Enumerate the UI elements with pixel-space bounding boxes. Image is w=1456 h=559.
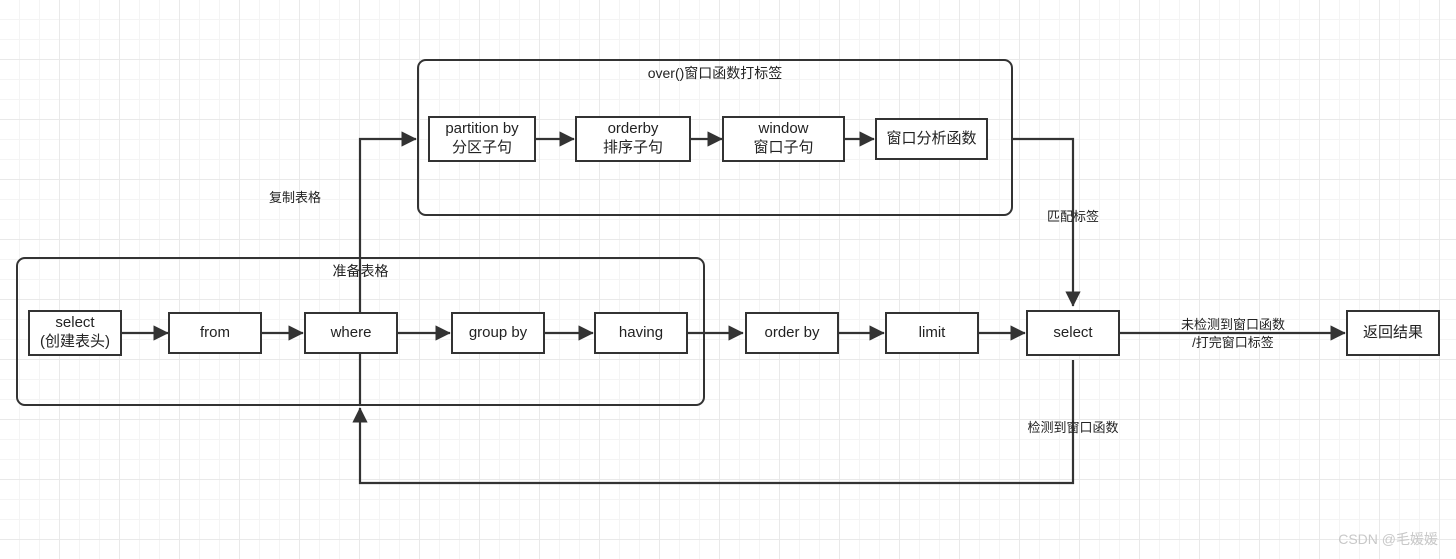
edge-label-detected-window-fn: 检测到窗口函数 — [1027, 420, 1119, 435]
edge-label-no-window-fn: 未检测到窗口函数 /打完窗口标签 — [1181, 316, 1285, 351]
prepare-group-title: 准备表格 — [332, 263, 389, 279]
node-orderby-clause[interactable]: orderby 排序子句 — [575, 116, 691, 162]
node-limit[interactable]: limit — [885, 312, 979, 354]
node-group-by[interactable]: group by — [451, 312, 545, 354]
edge-label-no-window-fn-line2: /打完窗口标签 — [1192, 334, 1274, 350]
csdn-watermark: CSDN @毛媛媛 — [1338, 531, 1438, 547]
node-partition-by-line1: partition by — [445, 120, 519, 138]
node-window-analytic-function[interactable]: 窗口分析函数 — [875, 118, 988, 160]
over-window-function-group — [417, 59, 1013, 216]
node-partition-by-line2: 分区子句 — [451, 139, 512, 156]
node-window-clause[interactable]: window 窗口子句 — [722, 116, 845, 162]
node-select-final[interactable]: select — [1026, 310, 1120, 356]
node-select-line2: (创建表头) — [40, 333, 110, 350]
node-orderby-line2: 排序子句 — [602, 139, 663, 156]
over-group-title: over()窗口函数打标签 — [647, 65, 783, 81]
node-order-by[interactable]: order by — [745, 312, 839, 354]
node-orderby-line1: orderby — [607, 120, 659, 138]
node-having[interactable]: having — [594, 312, 688, 354]
node-where[interactable]: where — [304, 312, 398, 354]
edge-label-no-window-fn-line1: 未检测到窗口函数 — [1180, 317, 1286, 332]
node-window-line1: window — [758, 120, 809, 138]
node-select-line1: select — [55, 314, 95, 332]
edge-label-copy-table: 复制表格 — [268, 190, 321, 205]
node-from[interactable]: from — [168, 312, 262, 354]
node-partition-by[interactable]: partition by 分区子句 — [428, 116, 536, 162]
node-return-result[interactable]: 返回结果 — [1346, 310, 1440, 356]
node-window-line2: 窗口子句 — [753, 139, 814, 156]
edge-label-match-tag: 匹配标签 — [1046, 209, 1100, 224]
node-select-create-header[interactable]: select (创建表头) — [28, 310, 122, 356]
